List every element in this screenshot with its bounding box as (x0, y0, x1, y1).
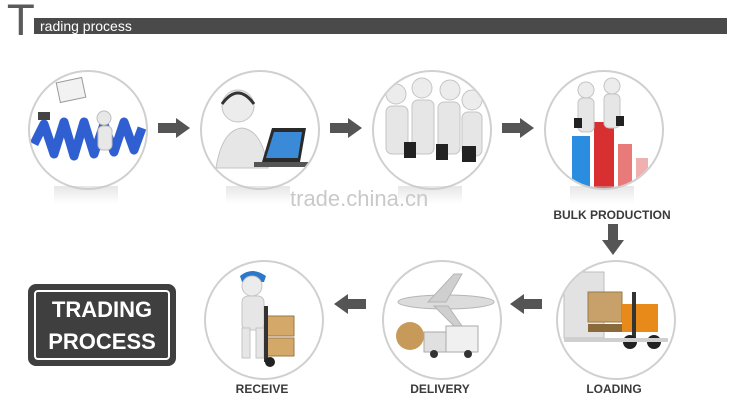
step-label-receive: RECEIVE (235, 382, 289, 396)
arrow-left-icon (510, 294, 542, 314)
badge-line-1: TRADING (51, 297, 153, 322)
arrow-down-icon (602, 224, 624, 255)
step-loading-image (556, 260, 676, 380)
step-receive-image (204, 260, 324, 380)
page-title: rading process (40, 18, 132, 34)
header: T rading process (8, 0, 748, 42)
trading-process-badge: TRADING PROCESS (28, 284, 176, 366)
watermark: trade.china.cn (290, 186, 429, 211)
delivery-illustration (396, 273, 495, 358)
badge-line-2: PROCESS (48, 329, 156, 354)
step-label-delivery: DELIVERY (410, 382, 470, 396)
header-bar (34, 18, 727, 34)
step-delivery-image (382, 260, 502, 380)
badge-border (34, 290, 170, 360)
step-communication-image (200, 70, 320, 190)
communication-illustration (215, 89, 310, 169)
header-initial-letter: T (8, 0, 34, 45)
loading-illustration (563, 271, 668, 349)
agreement-illustration (385, 77, 483, 162)
arrow-right-icon (158, 118, 190, 138)
step-label-loading: LOADING (586, 382, 642, 396)
reflection (54, 186, 118, 204)
step-bulk-production-image (544, 70, 664, 190)
arrow-right-icon (330, 118, 362, 138)
bulk-production-illustration (572, 77, 648, 188)
receive-illustration (240, 271, 295, 367)
reflection (570, 186, 634, 204)
arrow-right-icon (502, 118, 534, 138)
reflection (398, 186, 462, 204)
step-inquiry-image (28, 70, 148, 190)
arrow-left-icon (334, 294, 366, 314)
step-label-bulk-production: BULK PRODUCTION (553, 208, 671, 222)
reflection (226, 186, 290, 204)
step-agreement-image (372, 70, 492, 190)
inquiry-illustration (30, 76, 146, 161)
